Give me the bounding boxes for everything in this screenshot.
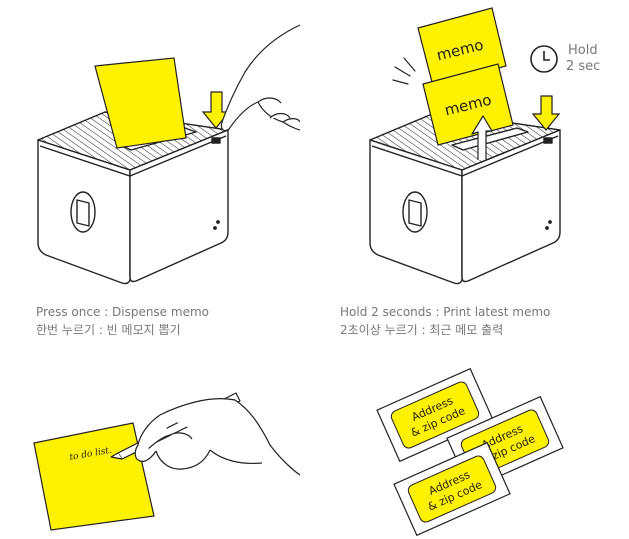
hold-label-line2: 2 sec bbox=[566, 59, 600, 74]
hand-icon bbox=[221, 25, 300, 131]
caption-press-once-en: Press once : Dispense memo bbox=[36, 303, 209, 321]
hand-icon bbox=[135, 399, 300, 475]
panel-press-once bbox=[0, 0, 300, 290]
caption-hold-2-sec: Hold 2 seconds : Print latest memo 2초이상 … bbox=[340, 303, 550, 339]
caption-press-once-ko: 한번 누르기 : 빈 메모지 뽑기 bbox=[36, 321, 209, 339]
panel-writing-note: to do list. bbox=[0, 365, 300, 539]
clock-icon bbox=[531, 46, 557, 72]
hold-label-line1: Hold bbox=[568, 43, 598, 58]
panel-address-labels: Address & zip code Address & zip code Ad… bbox=[340, 365, 629, 539]
caption-press-once: Press once : Dispense memo 한번 누르기 : 빈 메모… bbox=[36, 303, 209, 339]
sticky-note bbox=[34, 423, 154, 530]
caption-hold-2-sec-en: Hold 2 seconds : Print latest memo bbox=[340, 303, 550, 321]
burst-lines bbox=[393, 58, 415, 84]
caption-hold-2-sec-ko: 2초이상 누르기 : 최근 메모 출력 bbox=[340, 321, 550, 339]
down-arrow-icon bbox=[533, 96, 559, 130]
panel-hold-2-sec: memo memo Hold 2 sec bbox=[320, 0, 629, 290]
